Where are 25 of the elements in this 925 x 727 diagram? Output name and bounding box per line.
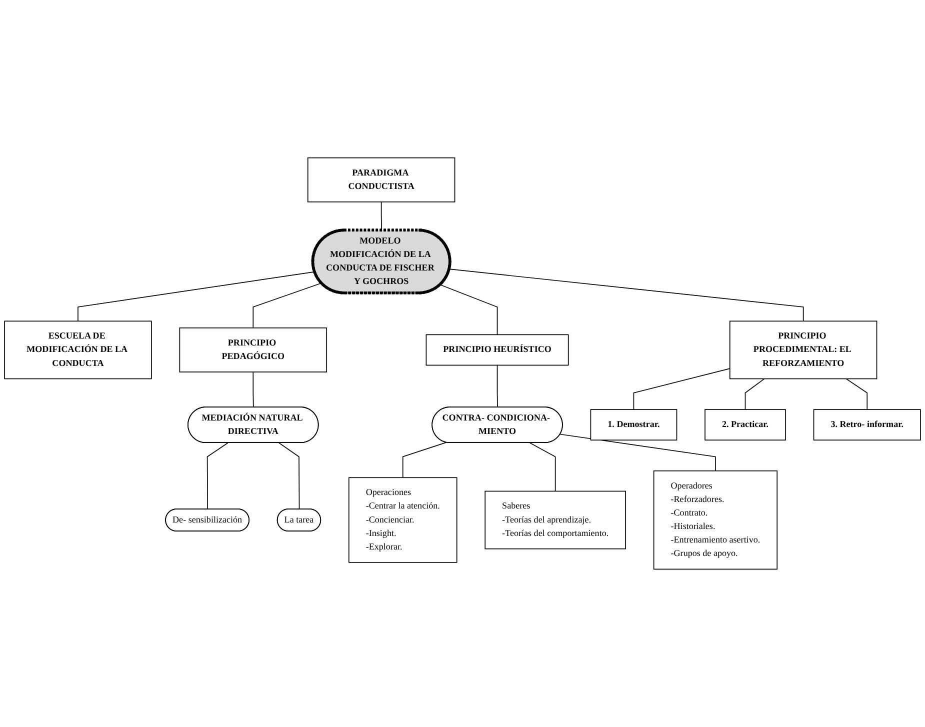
- connector: [206, 442, 228, 510]
- node-box: ESCUELA DE MODIFICACIÓN DE LA CONDUCTA: [4, 320, 152, 380]
- connector: [496, 364, 498, 408]
- connector: [846, 378, 868, 410]
- node-box: PRINCIPIO PEDAGÓGICO: [179, 327, 328, 372]
- connector: [633, 368, 730, 410]
- node-box: PRINCIPIO PROCEDIMENTAL: EL REFORZAMIENTO: [729, 320, 878, 380]
- node-box: 3. Retro- informar.: [813, 409, 921, 440]
- node-box: Operadores -Reforzadores. -Contrato. -Historiales. -Entrenamiento asertivo. -Grupos de apoyo.: [653, 470, 778, 570]
- node-box: 2. Practicar.: [704, 409, 786, 440]
- connector: [744, 378, 765, 410]
- connector: [278, 442, 300, 510]
- node-box: PRINCIPIO HEURÍSTICO: [426, 334, 569, 366]
- connector: [252, 372, 254, 408]
- node-box: PARADIGMA CONDUCTISTA: [307, 157, 456, 202]
- connector: [560, 434, 716, 472]
- node-box: Operaciones -Centrar la atención. -Concienciar. -Insight. -Explorar.: [348, 477, 458, 563]
- connector: [252, 282, 322, 328]
- connector: [448, 268, 804, 322]
- connector: [78, 271, 316, 322]
- connector: [380, 201, 382, 231]
- connector: [402, 442, 447, 478]
- connector: [440, 284, 498, 336]
- node-box: Saberes -Teorías del aprendizaje. -Teorías del comportamiento.: [484, 490, 626, 550]
- node-box: 1. Demostrar.: [590, 409, 678, 440]
